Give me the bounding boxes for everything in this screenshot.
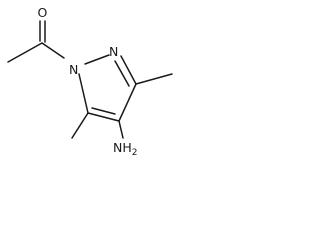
n2-atom-label: N: [109, 44, 118, 59]
c4-c5-bond-inner: [91, 107, 116, 115]
c5-n1-bond: [78, 73, 89, 114]
structure-canvas: O N N NH2: [0, 0, 180, 166]
c3-methyl-bond: [135, 73, 173, 85]
acetyl-methyl-bond: [7, 42, 43, 63]
acetyl-n1-bond: [41, 42, 65, 59]
c4-amine-bond: [118, 120, 124, 139]
amine-subscript: 2: [132, 148, 138, 158]
molecule-diagram: O N N NH2: [7, 5, 173, 158]
c3-c4-bond: [118, 83, 137, 122]
n2-c3-double-bond-outer: [120, 55, 137, 85]
amine-atom-label: NH2: [113, 140, 137, 158]
c4-c5-bond-outer: [87, 112, 120, 122]
n1-n2-bond: [84, 54, 110, 65]
n1-atom-label: N: [69, 62, 78, 77]
oxygen-atom-label: O: [38, 5, 48, 20]
n2-c3-double-bond-inner: [114, 60, 130, 87]
c5-methyl-bond: [71, 112, 89, 139]
